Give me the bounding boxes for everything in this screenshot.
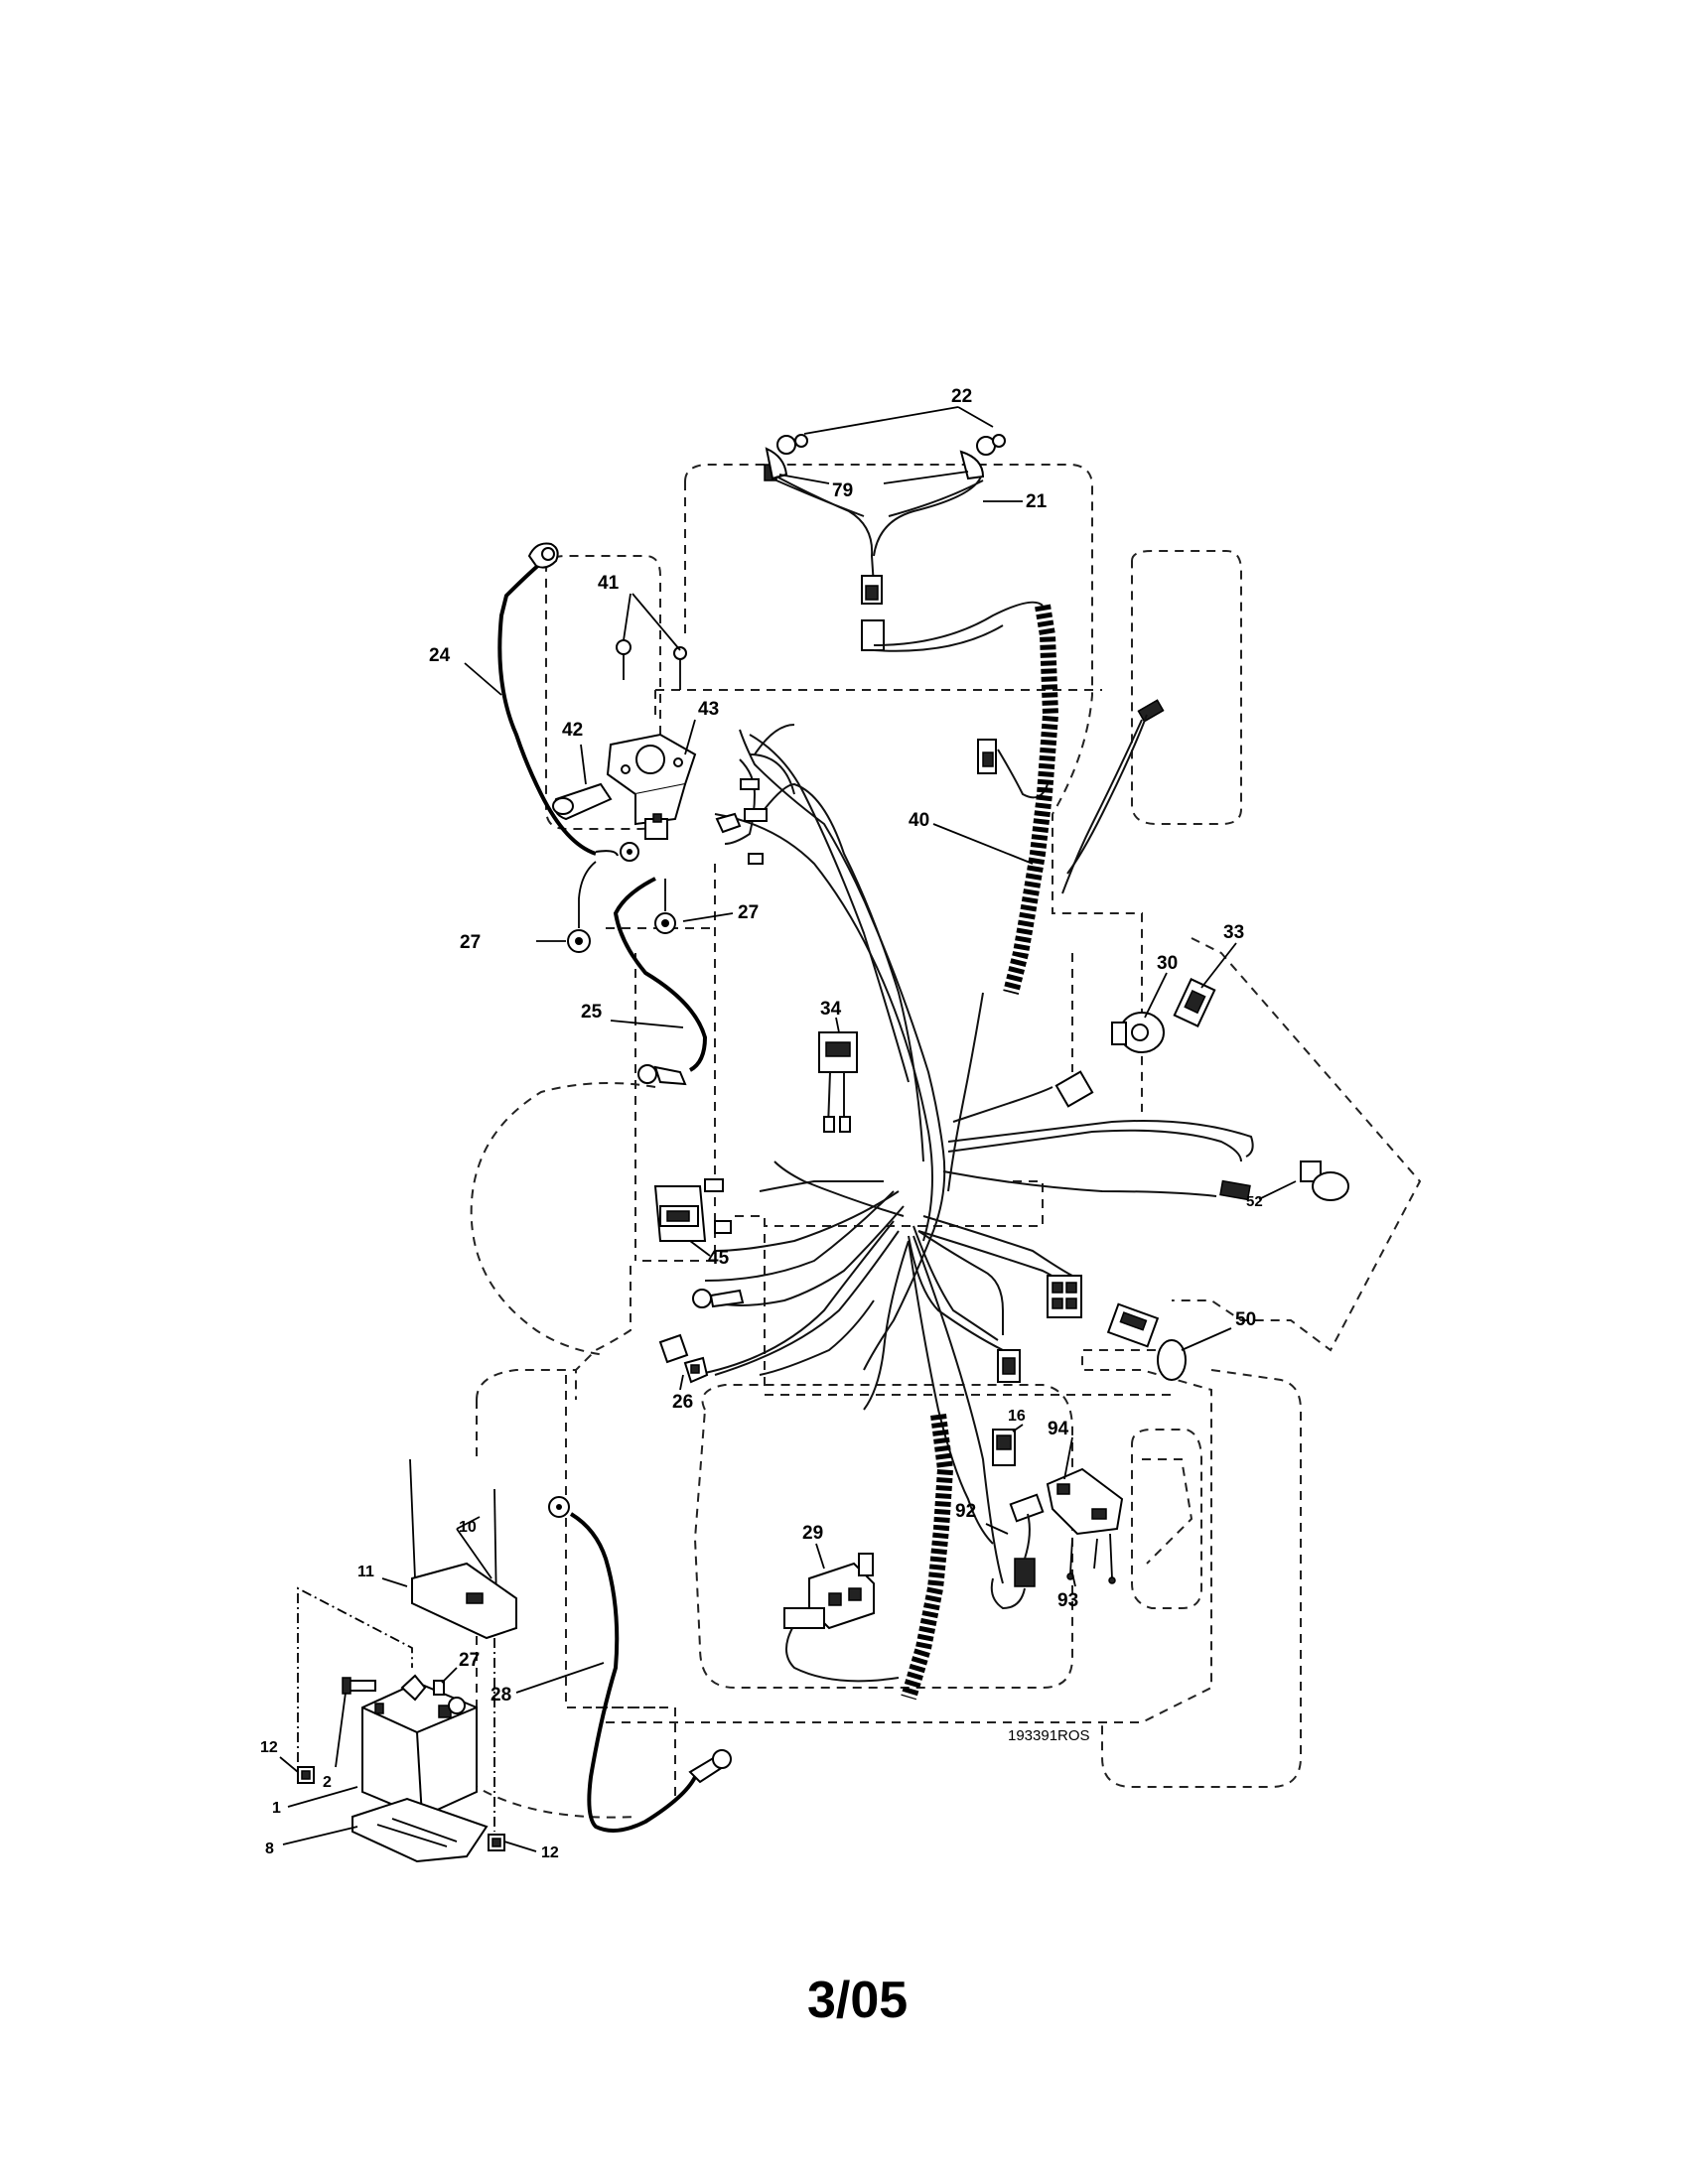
- ground-cable-25: [613, 877, 708, 1072]
- callout-16: 16: [1008, 1408, 1026, 1425]
- battery-clip-12-left: [297, 1766, 315, 1784]
- screw-41-right: [673, 646, 687, 690]
- callout-93: 93: [1057, 1590, 1078, 1611]
- battery-clip-12-right: [488, 1834, 505, 1851]
- connector-near-52: [1219, 1179, 1251, 1201]
- ring-terminal-24-bottom: [595, 842, 639, 862]
- callout-33: 33: [1223, 922, 1244, 943]
- callout-43: 43: [698, 699, 719, 720]
- callout-25: 25: [581, 1002, 603, 1023]
- ring-terminal-25: [637, 1064, 687, 1086]
- page-footer-date: 3/05: [807, 1972, 908, 2029]
- headlight-assembly: [764, 434, 1006, 651]
- callout-41: 41: [598, 573, 620, 594]
- callout-24: 24: [429, 645, 451, 666]
- terminal-tabs: [715, 778, 768, 865]
- headlight-wire-harness-21: [775, 476, 984, 587]
- solenoid-43: [606, 733, 697, 840]
- fuse-26: [658, 1333, 709, 1384]
- callout-labels: 22 79 21 41 24 42 43 40 27 27 30 33 25 3…: [260, 386, 1263, 1861]
- callout-12b: 12: [541, 1844, 559, 1861]
- ring-terminal-28-bottom: [688, 1749, 732, 1784]
- battery-nut-27: [400, 1674, 445, 1702]
- callout-92: 92: [955, 1501, 976, 1522]
- callout-28: 28: [491, 1685, 511, 1706]
- callout-34: 34: [820, 999, 842, 1020]
- harness-connector-lower: [997, 1349, 1021, 1383]
- callout-2: 2: [323, 1774, 332, 1791]
- screws-93: [1066, 1533, 1116, 1584]
- callout-45: 45: [708, 1248, 730, 1269]
- boot-42: [552, 782, 613, 821]
- lamp-52: [1300, 1160, 1349, 1201]
- callout-52: 52: [1246, 1193, 1263, 1210]
- nut-27-left: [567, 929, 591, 953]
- module-45: [653, 1185, 707, 1242]
- ring-terminal-28-top: [548, 1496, 570, 1518]
- harness-connector-head: [861, 619, 885, 651]
- switch-94: [1046, 1467, 1124, 1536]
- callout-10: 10: [459, 1519, 477, 1536]
- callout-40: 40: [909, 810, 929, 831]
- connector-92: [990, 1493, 1045, 1610]
- battery-cable-28: [569, 1512, 697, 1833]
- ground-ring-terminal: [692, 1289, 745, 1308]
- callout-50: 50: [1235, 1309, 1256, 1330]
- callout-30: 30: [1157, 953, 1178, 974]
- callout-27b: 27: [738, 902, 759, 923]
- headlight-bulb-left: [764, 434, 808, 481]
- nut-27-right: [654, 912, 676, 934]
- ignition-connector-plug: [977, 739, 997, 774]
- switch-34: [818, 1031, 858, 1133]
- diagram-code: 193391ROS: [1008, 1727, 1090, 1744]
- module-33: [1173, 978, 1216, 1027]
- seat-switch-50: [1106, 1302, 1187, 1381]
- connector-30-plug: [1054, 1070, 1094, 1108]
- callout-8: 8: [265, 1841, 274, 1857]
- ring-terminal-24-top: [527, 542, 559, 569]
- callout-22: 22: [951, 386, 972, 407]
- leader-lines: [279, 406, 1297, 1852]
- callout-26: 26: [672, 1392, 693, 1413]
- callout-29: 29: [802, 1523, 823, 1544]
- callout-79: 79: [832, 480, 853, 501]
- battery-tray-8: [351, 1797, 489, 1863]
- callout-12a: 12: [260, 1739, 278, 1756]
- screw-41-left: [616, 639, 632, 680]
- switch-16: [992, 1429, 1016, 1466]
- harness-connector-6pin: [1047, 1275, 1082, 1318]
- battery-cable-24: [497, 561, 597, 856]
- right-side-connector: [1061, 699, 1165, 894]
- callout-94: 94: [1048, 1419, 1069, 1439]
- wiring-harness-40: [694, 601, 1254, 1584]
- harness-terminal-left: [704, 1178, 732, 1234]
- tractor-outline: [470, 464, 1422, 1819]
- callout-42: 42: [562, 720, 583, 741]
- callout-27a: 27: [460, 932, 481, 953]
- ignition-switch-30: [1111, 1012, 1165, 1053]
- switch-29: [783, 1553, 900, 1683]
- battery-1: [361, 1681, 478, 1819]
- callout-27c: 27: [459, 1650, 480, 1671]
- harness-conduit: [901, 604, 1059, 1701]
- battery-bolt-2: [342, 1677, 376, 1695]
- battery-bracket-11: [411, 1562, 517, 1640]
- callout-1: 1: [272, 1800, 281, 1817]
- callout-11: 11: [357, 1564, 374, 1580]
- callout-21: 21: [1026, 491, 1048, 512]
